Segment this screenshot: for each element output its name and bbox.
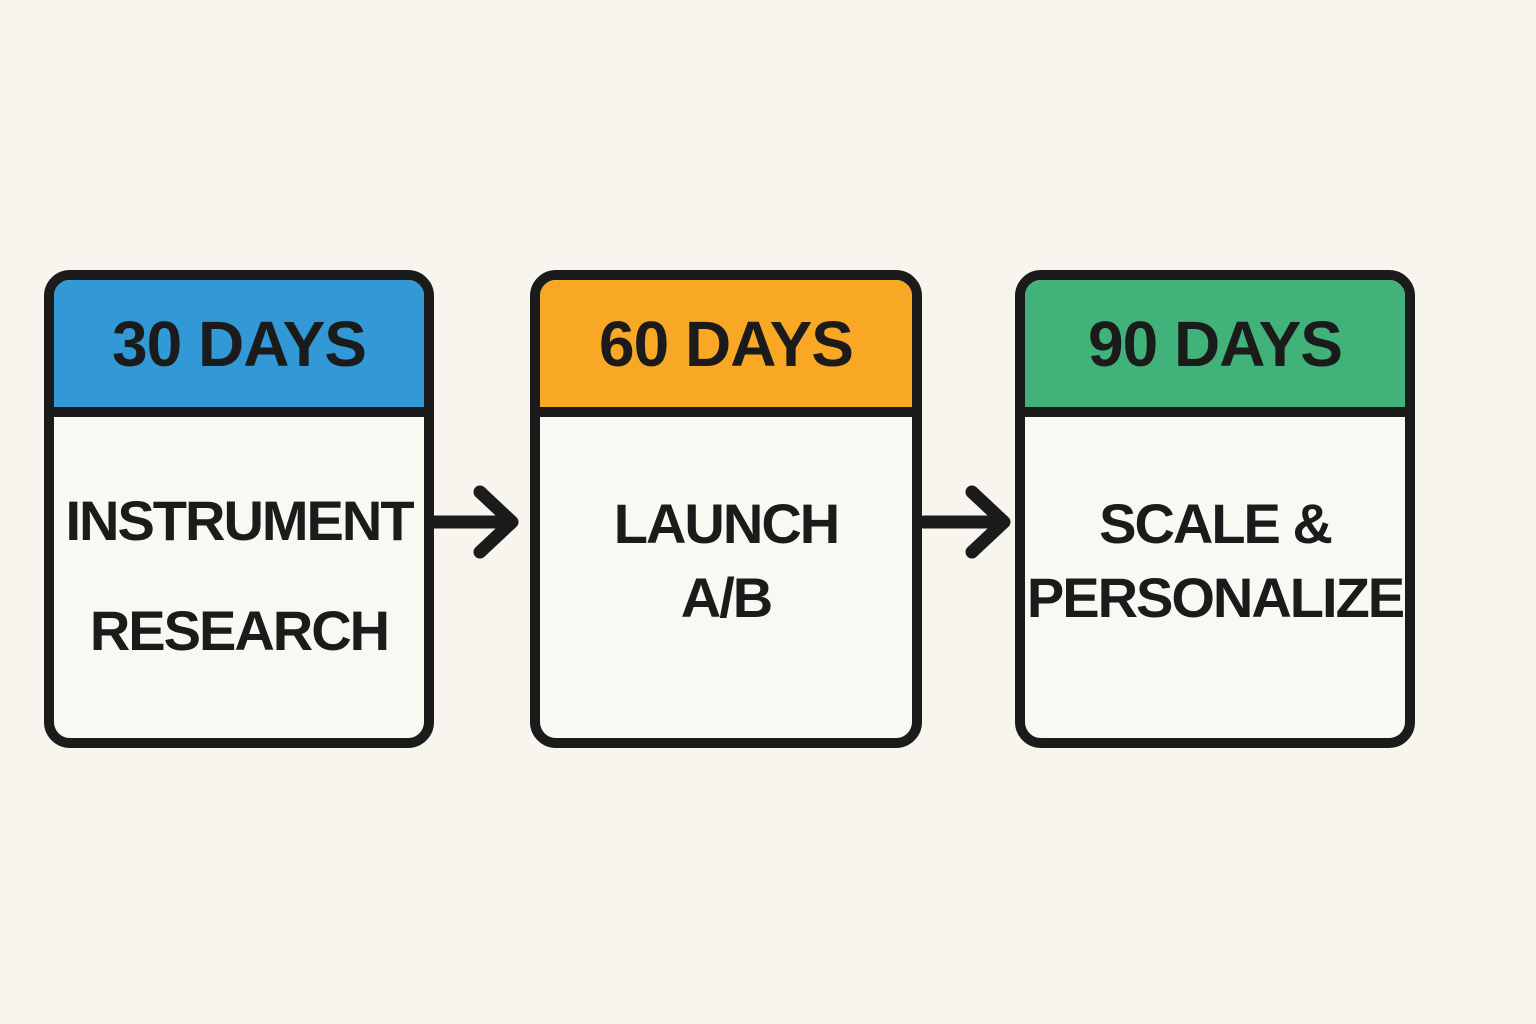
card-30-days-body-line: RESEARCH [89, 599, 390, 662]
arrow-right-icon [430, 482, 530, 562]
card-30-days-body: INSTRUMENT RESEARCH [54, 417, 424, 738]
card-90-days-body-line: SCALE & [1099, 492, 1333, 555]
card-60-days-header: 60 DAYS [540, 280, 912, 417]
card-90-days-body-line: PERSONALIZE [1026, 566, 1405, 629]
card-90-days-header: 90 DAYS [1025, 280, 1405, 417]
card-60-days: 60 DAYS LAUNCH A/B [530, 270, 922, 748]
card-30-days: 30 DAYS INSTRUMENT RESEARCH [44, 270, 434, 748]
card-60-days-body-line: A/B [680, 566, 773, 629]
card-30-days-header: 30 DAYS [54, 280, 424, 417]
card-90-days: 90 DAYS SCALE & PERSONALIZE [1015, 270, 1415, 748]
card-60-days-body-line: LAUNCH [613, 492, 840, 555]
card-90-days-title: 90 DAYS [1088, 307, 1343, 380]
card-60-days-title: 60 DAYS [599, 307, 854, 380]
card-30-days-body-line: INSTRUMENT [65, 489, 414, 552]
arrow-right-icon [922, 482, 1022, 562]
card-60-days-body: LAUNCH A/B [540, 417, 912, 738]
card-30-days-title: 30 DAYS [112, 307, 367, 380]
card-90-days-body: SCALE & PERSONALIZE [1025, 417, 1405, 738]
